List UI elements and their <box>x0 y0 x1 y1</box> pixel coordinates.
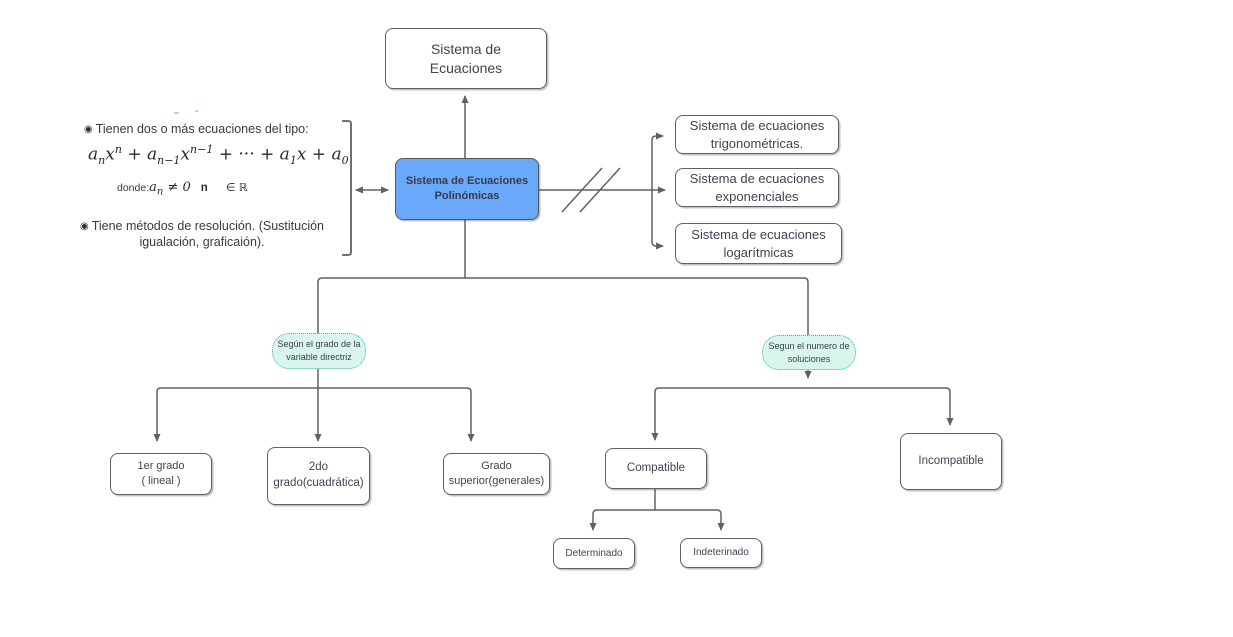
note-bullet-1-text: Tienen dos o más ecuaciones del tipo: <box>95 122 309 136</box>
node-incompatible: Incompatible <box>900 433 1002 490</box>
note-bullet-2: ◉Tiene métodos de resolución. (Sustituci… <box>66 218 338 251</box>
polynomial-formula: anxn + an−1xn−1 + ··· + a1x + a0 <box>88 143 349 168</box>
note-bullet-2-text: Tiene métodos de resolución. (Sustitució… <box>91 219 325 250</box>
branch-label-grado-variable: Según el grado de la variable directriz <box>272 333 366 369</box>
edge-main-to-logaritmicas <box>651 190 664 250</box>
edge-to-indeterminado <box>655 509 725 531</box>
node-indeterminado: Indeterinado <box>680 538 762 568</box>
node-ecuaciones-exponenciales: Sistema de ecuaciones exponenciales <box>675 168 839 207</box>
notes-bracket <box>342 120 352 256</box>
node-sistema-de-ecuaciones: Sistema de Ecuaciones <box>385 28 547 89</box>
bullet-icon: ◉ <box>84 124 93 135</box>
edge-to-determinado <box>589 509 655 531</box>
branch-label-numero-soluciones: Segun el numero de soluciones <box>762 335 856 370</box>
node-grado-superior: Grado superior(generales) <box>443 453 550 495</box>
edge-to-2do-grado <box>314 277 323 442</box>
edge-to-soluciones-split <box>803 277 812 379</box>
note-bullet-1: ◉Tienen dos o más ecuaciones del tipo: <box>84 122 309 136</box>
node-determinado: Determinado <box>553 538 635 569</box>
edge-to-1er-grado <box>153 387 318 442</box>
edge-to-grado-superior <box>318 387 475 442</box>
node-compatible: Compatible <box>605 448 707 489</box>
edge-main-to-trigonometricas <box>651 132 664 190</box>
edge-to-incompatible <box>808 387 954 426</box>
stray-mark-1 <box>174 112 179 114</box>
bullet-icon: ◉ <box>79 221 89 232</box>
stray-mark-2 <box>195 110 198 112</box>
node-1er-grado: 1er grado ( lineal ) <box>110 453 212 495</box>
edge-to-compatible <box>651 387 808 441</box>
node-sistema-ecuaciones-polinomicas: Sistema de Ecuaciones Polinómicas <box>395 158 539 220</box>
node-ecuaciones-trigonometricas: Sistema de ecuaciones trigonométricas. <box>675 115 839 154</box>
slash-mark-1 <box>561 167 603 213</box>
node-2do-grado: 2do grado(cuadrática) <box>267 447 370 505</box>
slash-mark-2 <box>579 167 621 213</box>
node-ecuaciones-logaritmicas: Sistema de ecuaciones logarítmicas <box>675 223 842 264</box>
